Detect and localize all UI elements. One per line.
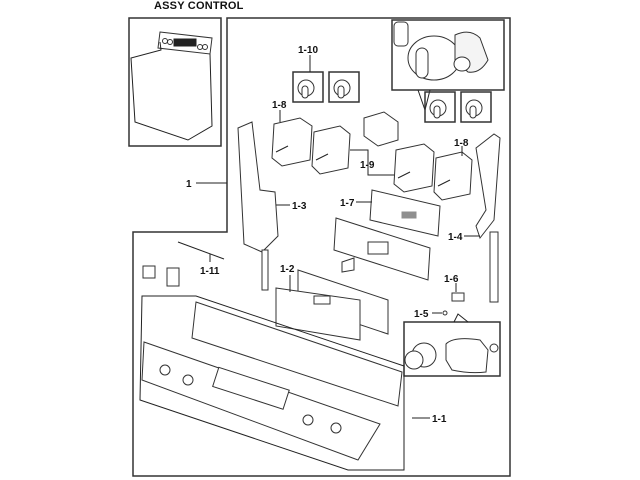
thumbnail-knob — [162, 38, 168, 44]
front-control-panel: 1-1 — [139, 295, 447, 471]
callout-label: 1-5 — [414, 309, 429, 320]
callout-label: 1-2 — [280, 264, 295, 275]
display-board: 1-2 — [275, 264, 389, 341]
callout-label: 1-3 — [292, 201, 307, 212]
callout-1: 1 — [186, 179, 227, 190]
rod: 1-11 — [177, 241, 225, 277]
callout-label: 1-6 — [444, 274, 459, 285]
knob-switch — [292, 71, 324, 103]
callout-label: 1 — [186, 179, 192, 190]
knob-switch-group: 1-10 — [292, 45, 360, 103]
switch-right: 1-8 — [433, 138, 473, 201]
knob-detail — [391, 19, 505, 123]
knob-detail-frame — [391, 19, 505, 91]
lamp: 1-5 — [403, 309, 501, 377]
callout-label: 1-4 — [448, 232, 463, 243]
thumbnail-knob — [197, 44, 203, 50]
knob-switch — [424, 91, 456, 123]
callout-label: 1-9 — [360, 160, 375, 171]
range-thumbnail — [128, 17, 222, 147]
diagram-title: ASSY CONTROL — [154, 0, 244, 12]
callout-label: 1-11 — [200, 266, 220, 277]
callout-label: 1-10 — [298, 45, 318, 56]
sub-pcb: 1-7 — [340, 189, 441, 237]
thumbnail-knob — [202, 44, 208, 50]
callout-label: 1-7 — [340, 198, 355, 209]
callout-label: 1-1 — [432, 414, 447, 425]
bracket-right: 1-4 — [448, 133, 501, 303]
knob-switch — [460, 91, 492, 123]
switch-mid: 1-9 — [311, 125, 435, 193]
thumbnail-display — [173, 38, 197, 47]
lamp-socket: 1-6 — [444, 274, 465, 302]
thumbnail-knob — [167, 39, 173, 45]
assembly-frame — [132, 17, 511, 477]
transformer — [363, 111, 399, 147]
thumbnail-range-body — [130, 41, 213, 141]
switch-left: 1-8 — [271, 100, 313, 167]
main-control-board — [333, 217, 431, 281]
thumbnail-frame — [128, 17, 222, 147]
bracket-left: 1-3 — [237, 121, 307, 291]
knob-switch — [328, 71, 360, 103]
switch-small — [142, 265, 180, 287]
lamp-detail-frame — [403, 321, 501, 377]
callout-label: 1-8 — [272, 100, 287, 111]
callout-label: 1-8 — [454, 138, 469, 149]
